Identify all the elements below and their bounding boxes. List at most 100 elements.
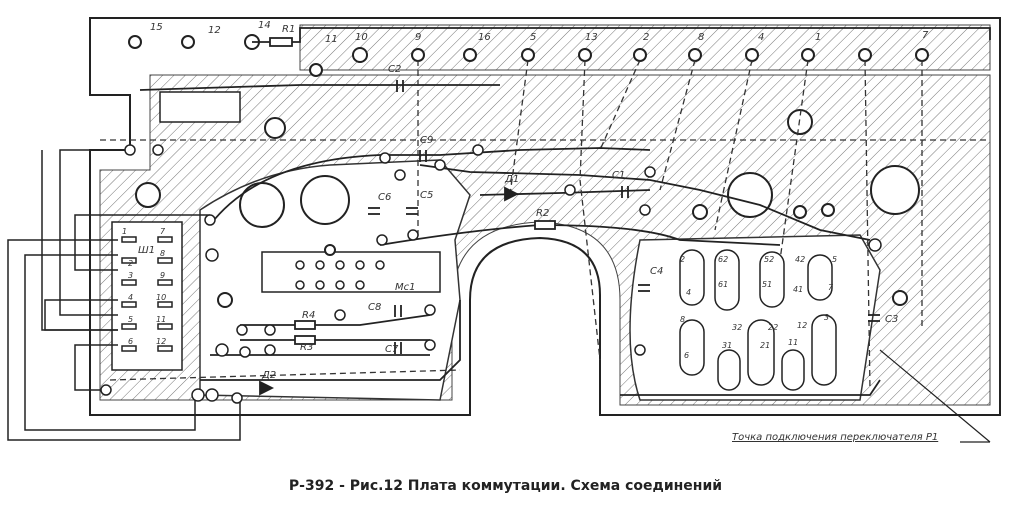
oval-pad [807,254,833,301]
label-terminal-16: 16 [478,32,491,43]
connector-slot [157,323,173,330]
component-mc1-body [261,251,441,293]
wire [41,150,118,331]
pads [100,144,882,404]
pad [236,324,248,336]
pad [315,280,325,290]
label-d2: Д2 [261,370,276,381]
label-terminal-12: 12 [208,25,221,36]
pad [639,204,651,216]
oval-pad [679,319,705,376]
pad [204,214,216,226]
pad [434,159,446,171]
label-terminal-11: 11 [325,34,338,45]
board-outline [89,17,1001,416]
resistor-r1 [269,37,293,47]
window-top-left [159,91,241,123]
pad [315,260,325,270]
label-c4: C4 [650,266,663,277]
pad-label: 62 [718,255,728,264]
pad [231,392,243,404]
connector-slot [121,323,137,330]
trace [240,314,431,326]
resistor-r3 [294,335,316,345]
terminal-13 [578,48,592,62]
pad [264,324,276,336]
terminal-2 [633,48,647,62]
pad-label: 11 [788,338,798,347]
terminal-8 [688,48,702,62]
connector-slots [121,236,173,352]
label-r3: R3 [300,342,313,353]
pad [424,304,436,316]
label-r2: R2 [536,208,549,219]
connector-slot [157,257,173,264]
diode-d1 [504,186,520,202]
connector-slot [157,236,173,243]
terminal-7 [915,48,929,62]
mounting-hole [300,175,350,225]
wire [74,344,118,391]
pad [394,169,406,181]
pad-label: 51 [762,280,772,289]
dashed-link [779,59,809,261]
mounting-hole [239,182,285,228]
pad [295,260,305,270]
mounting-hole [787,109,813,135]
pad-label: 7 [828,283,834,292]
terminal-1 [801,48,815,62]
terminal-12 [181,35,195,49]
pad [124,144,136,156]
pin-label: 4 [128,293,133,302]
label-resistor-r1: R1 [282,24,295,35]
pad [191,388,205,402]
pad [152,144,164,156]
terminal-4 [745,48,759,62]
label-c6: C6 [378,192,391,203]
pad-label: 8 [680,315,685,324]
pad-label: 5 [832,255,837,264]
right-block-pads [679,249,837,391]
connector-slot [121,345,137,352]
pad [564,184,576,196]
mounting-hole [727,172,773,218]
terminal-labels: 15 12 14 R1 11 10 9 16 5 13 2 8 4 1 7 [150,20,929,45]
pad [239,346,251,358]
label-terminal-2: 2 [643,32,649,43]
terminal-9 [411,48,425,62]
dashed-link [579,59,601,361]
dashed-link [864,59,871,391]
label-c1: C1 [612,170,625,181]
label-terminal-9: 9 [415,32,421,43]
pad [355,260,365,270]
mounting-hole [324,244,336,256]
connector-slot [121,301,137,308]
oval-pad [747,319,775,386]
pin-label: 11 [156,315,166,324]
label-terminal-7: 7 [922,30,929,41]
dashed-link [509,59,529,196]
pad [264,344,276,356]
label-terminal-5: 5 [530,32,536,43]
component-labels: C2 C9 C6 C5 Д1 C1 R2 C4 C3 C8 C7 R3 R4 Д… [138,64,898,381]
label-mc1: Mc1 [395,282,416,293]
pad [379,152,391,164]
oval-pad [781,349,805,391]
mounting-hole [217,292,233,308]
dashed-link [659,59,696,191]
dashed-links [100,59,990,391]
label-c8: C8 [368,302,381,313]
pad [215,343,229,357]
label-terminal-14: 14 [258,20,271,31]
pin-label: 2 [128,259,133,268]
label-d1: Д1 [504,174,519,185]
terminal-5 [521,48,535,62]
pad-label: 32 [732,323,742,332]
pad [355,280,365,290]
leader-line [879,349,991,443]
oval-pad [679,249,705,306]
pad-label: 31 [722,341,732,350]
pin-label: 6 [128,337,133,346]
pad [295,280,305,290]
dashed-link [109,369,461,381]
